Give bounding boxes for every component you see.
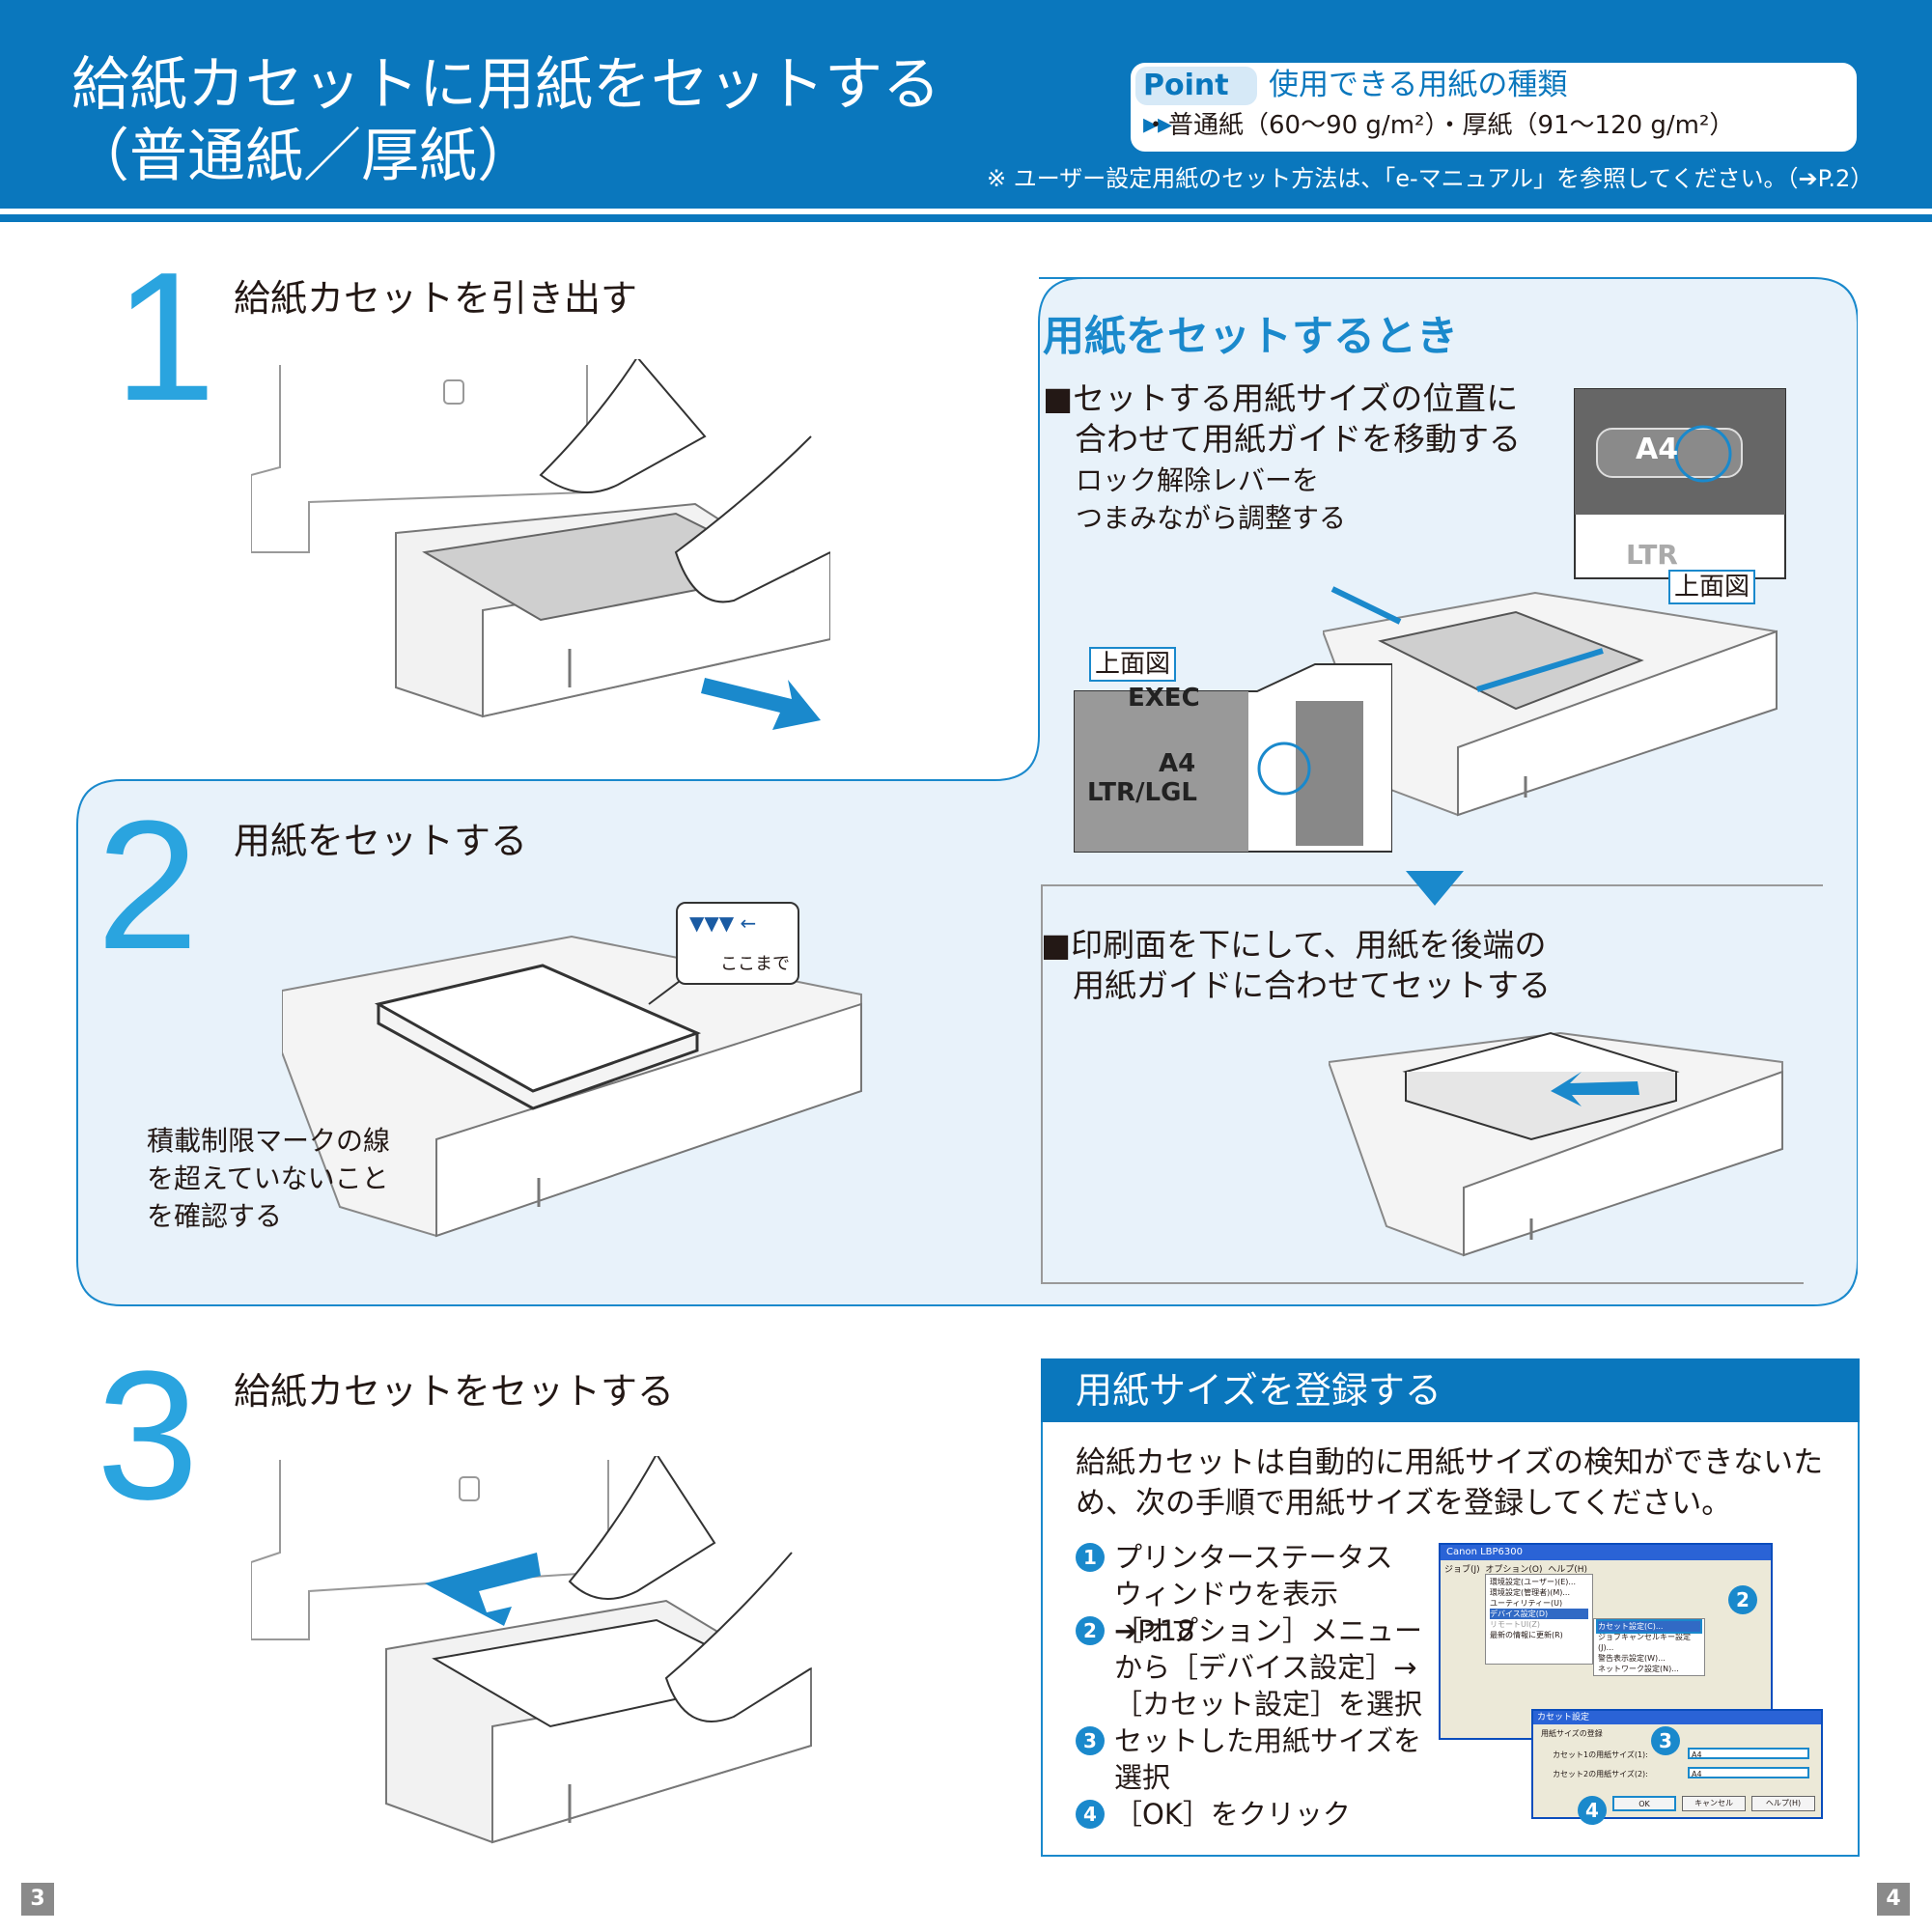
menu-item[interactable]: 環境設定(管理者)(M)...: [1490, 1588, 1571, 1597]
page-title-line2: （普通紙／厚紙）: [71, 123, 535, 190]
insert-cassette-illustration: [251, 1456, 812, 1844]
cassette1-select[interactable]: A4: [1688, 1748, 1809, 1759]
menu-item-cassette-settings[interactable]: カセット設定(C)...: [1596, 1619, 1702, 1634]
callout-3: 3: [1651, 1726, 1680, 1755]
limit-marks: ▼▼▼ ←: [689, 911, 757, 935]
device-submenu: カセット設定(C)... ジョブキャンセルキー設定(J)... 警告表示設定(W…: [1593, 1618, 1705, 1676]
dialog-titlebar: カセット設定: [1533, 1711, 1821, 1724]
cassette2-select[interactable]: A4: [1688, 1767, 1809, 1778]
top-view-label-right: 上面図: [1668, 570, 1756, 604]
step-1-number: 1: [114, 235, 216, 439]
menu-job[interactable]: ジョブ(J): [1444, 1565, 1480, 1575]
callout-4: 4: [1578, 1796, 1607, 1825]
limit-callout-text: ここまで: [720, 954, 790, 974]
guide-instruction: ■セットする用紙サイズの位置に 合わせて用紙ガイドを移動する: [1043, 379, 1521, 458]
cassette1-label: カセット1の用紙サイズ(1):: [1553, 1750, 1648, 1759]
help-button[interactable]: ヘルプ(H): [1751, 1796, 1815, 1811]
step-badge: 2: [1076, 1616, 1105, 1645]
window-titlebar: Canon LBP6300: [1441, 1545, 1771, 1560]
step-badge: 4: [1076, 1800, 1105, 1829]
guide-label-exec: EXEC: [1128, 684, 1200, 713]
menu-item[interactable]: ネットワーク設定(N)...: [1598, 1665, 1679, 1673]
pull-cassette-illustration: [251, 359, 830, 730]
face-down-instruction: ■印刷面を下にして、用紙を後端の 用紙ガイドに合わせてセットする: [1041, 926, 1551, 1004]
register-step-text: プリンターステータス ウィンドウを表示 ➔P.18: [1114, 1541, 1393, 1647]
register-header: [1041, 1358, 1860, 1422]
load-paper-illustration: [282, 935, 862, 1238]
step-2-number: 2: [97, 783, 199, 988]
menu-item-device-settings[interactable]: デバイス設定(D): [1490, 1609, 1588, 1619]
point-body: ・普通紙（60〜90 g/m²）・厚紙（91〜120 g/m²）: [1143, 111, 1735, 140]
menu-help[interactable]: ヘルプ(H): [1548, 1565, 1588, 1575]
ok-button[interactable]: OK: [1612, 1796, 1676, 1811]
step-3-number: 3: [97, 1333, 199, 1538]
lever-note: ロック解除レバーを つまみながら調整する: [1076, 464, 1347, 534]
menu-item[interactable]: ジョブキャンセルキー設定(J)...: [1598, 1633, 1691, 1652]
guide-tray-illustration: [1323, 586, 1778, 817]
window-menu: ジョブ(J) オプション(O) ヘルプ(H): [1444, 1562, 1587, 1575]
when-setting-title: 用紙をセットするとき: [1043, 313, 1458, 361]
section-divider-vertical: [1041, 884, 1043, 1282]
register-step-text: ［OK］をクリック: [1114, 1798, 1351, 1831]
header-rule: [0, 214, 1932, 222]
register-step-text: セットした用紙サイズを 選択: [1114, 1724, 1422, 1794]
step-2-title: 用紙をセットする: [234, 820, 528, 862]
cancel-button[interactable]: キャンセル: [1682, 1796, 1746, 1811]
dialog-group-label: 用紙サイズの登録: [1541, 1729, 1603, 1738]
guide-label-a4: A4: [1636, 433, 1679, 466]
step-3-title: 給紙カセットをセットする: [234, 1370, 675, 1413]
header-note: ※ ユーザー設定用紙のセット方法は、「e-マニュアル」を参照してください。（➔P…: [987, 165, 1874, 192]
point-badge: Point ▸▸: [1135, 67, 1257, 141]
page-number-left: 3: [21, 1883, 54, 1916]
register-title: 用紙サイズを登録する: [1076, 1369, 1442, 1412]
page-number-right: 4: [1877, 1883, 1910, 1916]
menu-item[interactable]: ユーティリティー(U): [1490, 1599, 1563, 1608]
section-divider-bottom: [1041, 1282, 1804, 1284]
limit-callout: ▼▼▼ ← ここまで: [676, 902, 799, 985]
step-badge: 3: [1076, 1726, 1105, 1755]
guide-label-ltr-lgl: LTR/LGL: [1087, 778, 1197, 807]
step-badge: 1: [1076, 1543, 1105, 1572]
top-view-inset: [1574, 388, 1786, 579]
cassette2-label: カセット2の用紙サイズ(2):: [1553, 1770, 1648, 1778]
step-1-title: 給紙カセットを引き出す: [234, 277, 638, 320]
point-title: 使用できる用紙の種類: [1269, 68, 1568, 102]
down-arrow-icon: [1406, 871, 1464, 906]
menu-item[interactable]: 警告表示設定(W)...: [1598, 1654, 1666, 1663]
face-down-illustration: [1329, 1031, 1783, 1257]
menu-options[interactable]: オプション(O): [1485, 1565, 1543, 1575]
callout-2: 2: [1728, 1585, 1757, 1614]
printer-status-window: Canon LBP6300 ジョブ(J) オプション(O) ヘルプ(H) 環境設…: [1439, 1543, 1773, 1740]
register-step-text: ［オプション］メニュー から［デバイス設定］→ ［カセット設定］を選択: [1114, 1614, 1423, 1721]
top-view-label-left: 上面図: [1089, 647, 1177, 682]
top-view-inset-left: [1074, 663, 1392, 853]
menu-item[interactable]: 環境設定(ユーザー)(E)...: [1490, 1578, 1577, 1586]
page-title-line1: 給紙カセットに用紙をセットする: [71, 51, 940, 119]
guide-label-ltr: LTR: [1626, 539, 1678, 571]
stack-limit-note: 積載制限マークの線 を超えていないこと を確認する: [147, 1125, 391, 1232]
menu-item[interactable]: リモートUI(Z): [1490, 1620, 1540, 1629]
menu-item[interactable]: 最新の情報に更新(R): [1490, 1631, 1563, 1639]
guide-label-a4-2: A4: [1159, 749, 1196, 778]
cassette-settings-dialog: カセット設定 用紙サイズの登録 カセット1の用紙サイズ(1): カセット2の用紙…: [1531, 1709, 1823, 1819]
options-menu: 環境設定(ユーザー)(E)... 環境設定(管理者)(M)... ユーティリティ…: [1485, 1574, 1593, 1665]
register-intro: 給紙カセットは自動的に用紙サイズの検知ができないため、次の手順で用紙サイズを登録…: [1076, 1445, 1824, 1521]
